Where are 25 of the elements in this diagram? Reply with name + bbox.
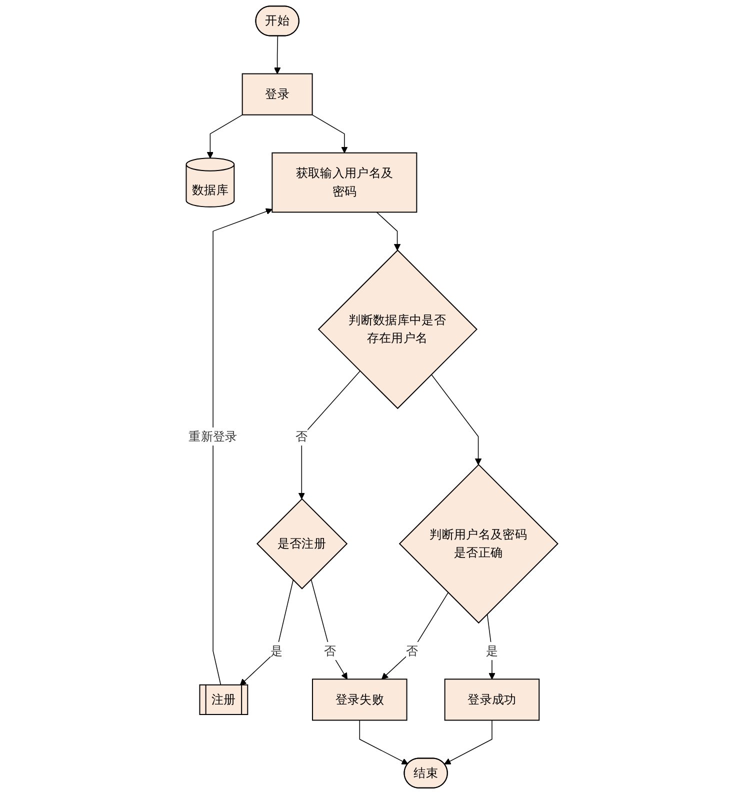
- node-box: 登录失败: [312, 678, 408, 721]
- edge-label: 是: [270, 643, 283, 658]
- arrow: [359, 720, 408, 764]
- node-box: 登录成功: [444, 678, 540, 721]
- edge-label: 是: [486, 643, 498, 658]
- arrow: [274, 36, 281, 74]
- node-box: 获取输入用户名及密码: [272, 152, 418, 213]
- arrow: [376, 212, 401, 251]
- arrow: [444, 720, 492, 764]
- node-box: 登录: [242, 73, 313, 116]
- node-diamond: 是否注册: [256, 498, 348, 590]
- arrow: [312, 114, 348, 154]
- edge-label: 否: [296, 428, 308, 444]
- arrow: [310, 578, 348, 680]
- edge-label: 否: [324, 643, 336, 658]
- arrow: [430, 374, 482, 465]
- arrow: [298, 370, 360, 500]
- arrow: [240, 580, 294, 686]
- edge-label: 重新登录: [188, 428, 238, 444]
- arrow: [381, 592, 448, 680]
- node-diamond: 判断用户名及密码是否正确: [398, 464, 558, 624]
- arrow: [212, 208, 272, 686]
- node-diamond: 判断数据库中是否存在用户名: [318, 250, 478, 410]
- arrow: [206, 114, 243, 158]
- edge-label: 否: [406, 643, 418, 658]
